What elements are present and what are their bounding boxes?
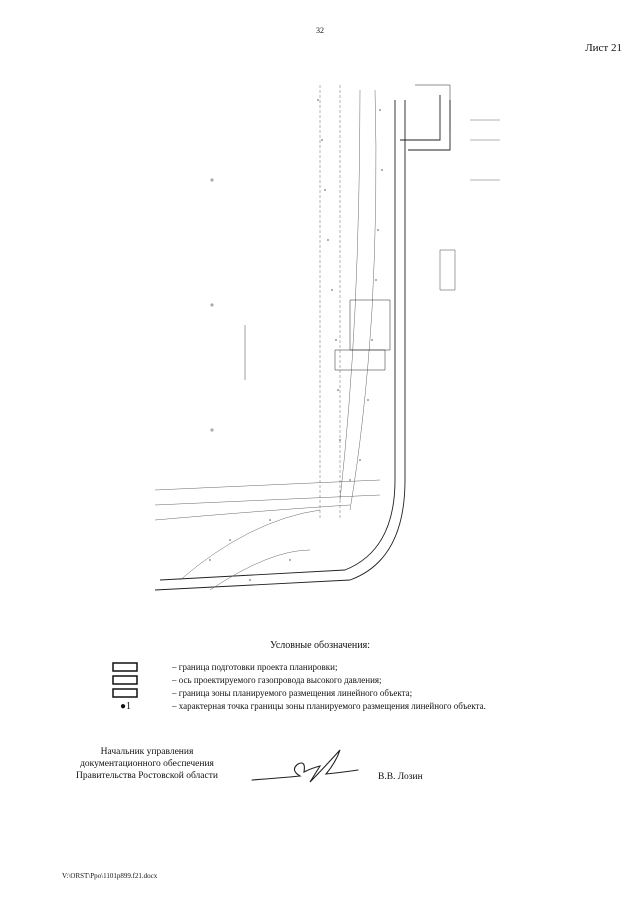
legend-item-text: – граница зоны планируемого размещения л… xyxy=(172,688,413,698)
legend-rect-icon xyxy=(112,662,138,672)
position-line-3: Правительства Ростовской области xyxy=(76,771,218,781)
position-line-1: Начальник управления xyxy=(100,747,194,757)
legend-item-text: – граница подготовки проекта планировки; xyxy=(172,662,338,672)
site-plan-drawing xyxy=(154,84,500,591)
legend-point-icon: ●1 xyxy=(120,701,132,712)
legend-item-text: – характерная точка границы зоны планиру… xyxy=(172,701,486,711)
signatory-name: В.В. Лозин xyxy=(378,772,423,782)
sheet-label: Лист 21 xyxy=(585,42,622,54)
point-label: 1 xyxy=(126,701,132,712)
position-line-2: документационного обеспечения xyxy=(80,759,214,769)
legend-item-text: – ось проектируемого газопровода высоког… xyxy=(172,675,382,685)
legend-rect-icon xyxy=(112,675,138,685)
page-number: 32 xyxy=(316,26,324,35)
signature-block: Начальник управления документационного о… xyxy=(62,746,232,782)
file-path-footer: V:\ORST\Ppo\1101p899.f21.docx xyxy=(62,872,158,880)
legend-title: Условные обозначения: xyxy=(269,640,370,651)
legend-rect-icon xyxy=(112,688,138,698)
handwritten-signature xyxy=(251,749,359,783)
